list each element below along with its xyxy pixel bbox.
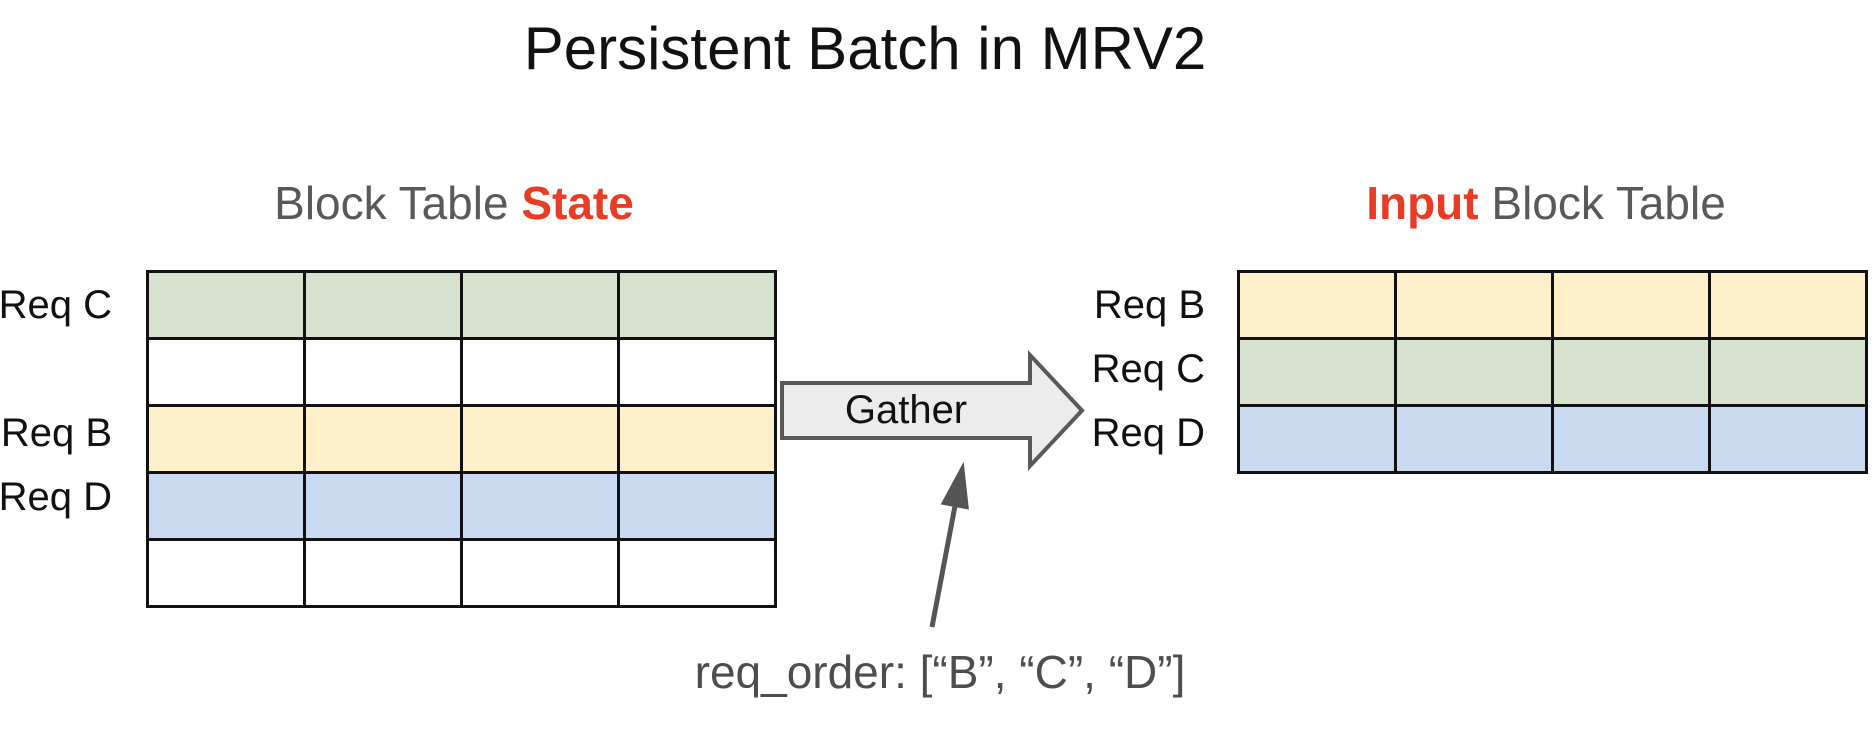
row-label: Req D [1091,411,1205,455]
block-cell [1237,270,1397,340]
table-row [146,337,777,407]
table-row [1237,337,1868,407]
block-cell [617,404,777,474]
block-cell [146,471,306,541]
table-row [146,538,777,608]
block-cell [146,538,306,608]
block-cell [1237,337,1397,407]
block-cell [303,270,463,340]
req-order-annotation: req_order: [“B”, “C”, “D”] [694,646,1186,698]
state-table-heading-normal: Block Table [274,177,522,229]
page-title: Persistent Batch in MRV2 [523,15,1207,82]
block-cell [1237,404,1397,474]
block-cell [1551,270,1711,340]
table-row [1237,270,1868,340]
block-cell [1708,404,1868,474]
input-table-heading-normal: Block Table [1478,177,1726,229]
row-label: Req C [0,283,112,327]
block-cell [1394,270,1554,340]
row-label: Req C [1091,347,1205,391]
block-cell [303,538,463,608]
row-label: Req D [0,475,112,519]
block-cell [1551,337,1711,407]
block-cell [617,337,777,407]
annotation-arrow-line [929,505,958,628]
state-table-heading: Block Table State [146,176,762,230]
block-cell [617,538,777,608]
table-row [146,404,777,474]
block-cell [617,270,777,340]
input-table-heading-highlight: Input [1366,177,1479,229]
input-table-heading: Input Block Table [1237,176,1855,230]
block-cell [303,471,463,541]
input-block-table: Req B Req C Req D [1092,270,1868,474]
state-block-table: Req C Req B Req D [0,270,777,608]
block-cell [1708,270,1868,340]
gather-arrow-label: Gather [844,388,968,432]
block-cell [1394,337,1554,407]
block-cell [1551,404,1711,474]
block-cell [460,471,620,541]
block-grid [1237,270,1868,474]
block-cell [617,471,777,541]
row-label: Req B [0,411,112,455]
state-table-heading-highlight: State [521,177,634,229]
block-cell [146,404,306,474]
block-cell [303,337,463,407]
row-label: Req B [1093,283,1205,327]
block-cell [146,270,306,340]
block-grid [146,270,777,608]
block-cell [460,337,620,407]
block-cell [1708,337,1868,407]
annotation-arrow-head [940,461,969,510]
block-cell [146,337,306,407]
block-cell [460,404,620,474]
block-cell [460,538,620,608]
block-cell [303,404,463,474]
block-cell [1394,404,1554,474]
block-cell [460,270,620,340]
table-row [1237,404,1868,474]
table-row [146,270,777,340]
table-row [146,471,777,541]
